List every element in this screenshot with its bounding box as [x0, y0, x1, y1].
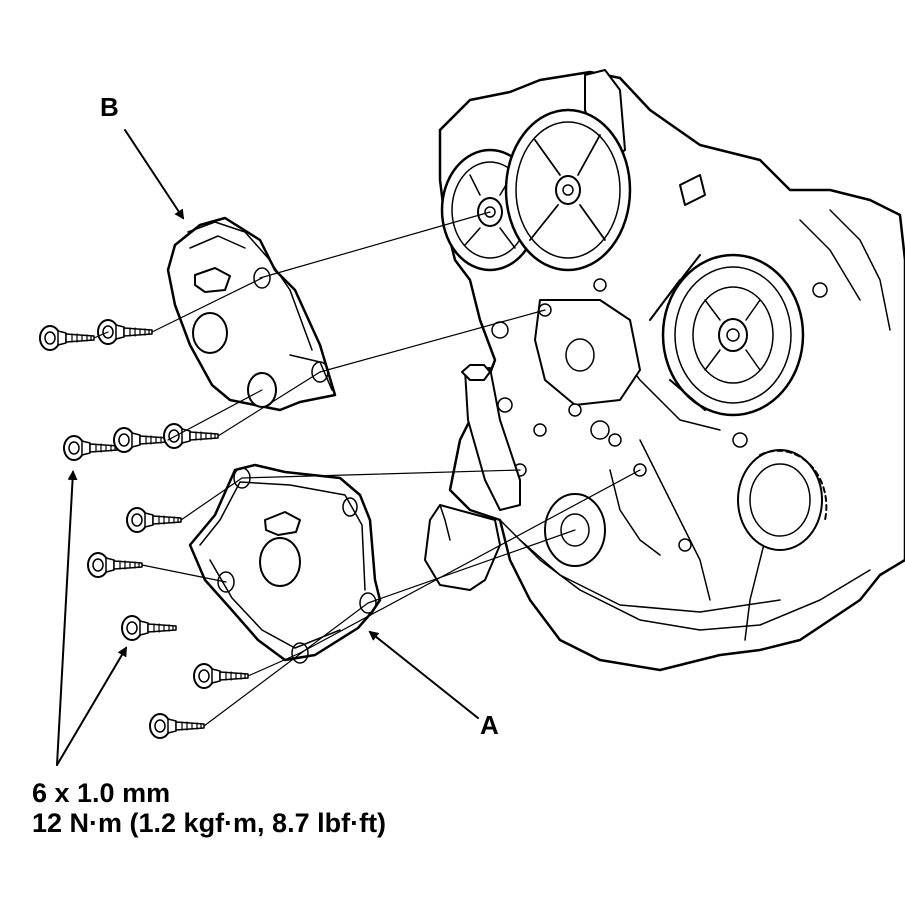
bolt-spec: 6 x 1.0 mm 12 N·m (1.2 kgf·m, 8.7 lbf·ft…: [32, 778, 386, 838]
callout-b-label: B: [100, 92, 119, 122]
spec-arrow-upper: [56, 470, 78, 766]
bolt-size: 6 x 1.0 mm: [32, 778, 171, 808]
callout-a-label: A: [480, 710, 499, 740]
upper-timing-belt-cover: [166, 216, 337, 412]
alignment-lines: [241, 211, 641, 654]
bolts: [39, 277, 369, 739]
power-steering-pulley: [504, 108, 632, 272]
spec-arrow-lower: [56, 646, 128, 766]
alternator-pulley: [661, 253, 805, 417]
callout-b-arrow: [124, 129, 185, 220]
bolt-torque: 12 N·m (1.2 kgf·m, 8.7 lbf·ft): [32, 808, 387, 838]
oil-filter: [424, 364, 521, 591]
lower-timing-belt-cover: [188, 463, 382, 664]
callout-arrows: [56, 129, 479, 766]
callout-a-arrow: [368, 630, 479, 719]
